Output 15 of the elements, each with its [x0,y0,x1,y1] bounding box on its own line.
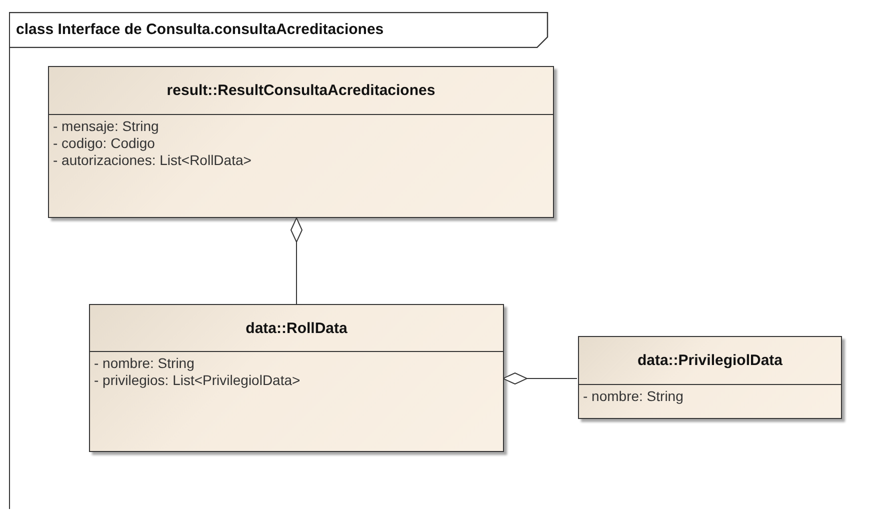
class-box [578,336,842,419]
class-name: data::RollData [246,320,348,336]
class-name: result::ResultConsultaAcreditaciones [166,82,436,99]
class-box [48,66,554,218]
frame-title: class Interface de Consulta.consultaAcreditaciones [16,21,384,38]
aggregation-line [502,372,578,384]
attribute-text: - mensaje: String [53,118,160,135]
attribute-text: - nombre: String [583,388,684,405]
class-name: data::PrivilegiolData [637,352,783,369]
attribute-text: - privilegios: List<PrivilegiolData> [94,372,302,389]
aggregation-line [290,218,302,304]
attribute-text: - codigo: Codigo [53,135,156,152]
attribute-text: - nombre: String [94,355,196,372]
class-box [89,304,504,452]
attribute-text: - autorizaciones: List<RollData> [53,152,252,169]
